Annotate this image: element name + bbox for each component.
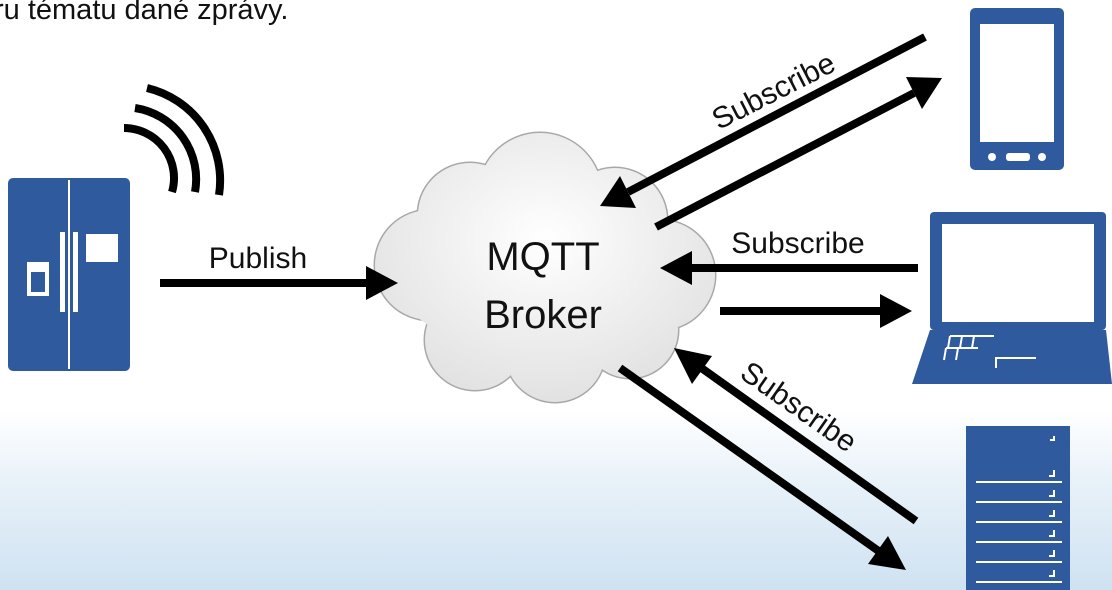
publish-arrow [160,266,398,300]
subscribe-arrow-phone [600,33,927,208]
broker-label-line2: Broker [484,293,602,337]
wifi-signal-icon [123,84,225,196]
laptop-icon [912,212,1112,384]
subscribe-arrow-laptop [660,251,918,285]
background-gradient-band [0,410,1112,590]
refrigerator-icon [8,178,130,371]
publish-label: Publish [209,242,307,275]
subscribe-arrow-server [674,348,919,525]
delivery-arrow-server [617,364,906,570]
smartphone-icon [970,8,1064,170]
header-text: ru tématu dané zprávy. [0,0,289,26]
subscribe-label-laptop: Subscribe [731,227,864,260]
broker-label-line1: MQTT [486,235,599,279]
delivery-arrow-laptop [720,294,912,328]
server-rack-icon [966,426,1070,590]
delivery-arrow-phone [654,77,942,231]
